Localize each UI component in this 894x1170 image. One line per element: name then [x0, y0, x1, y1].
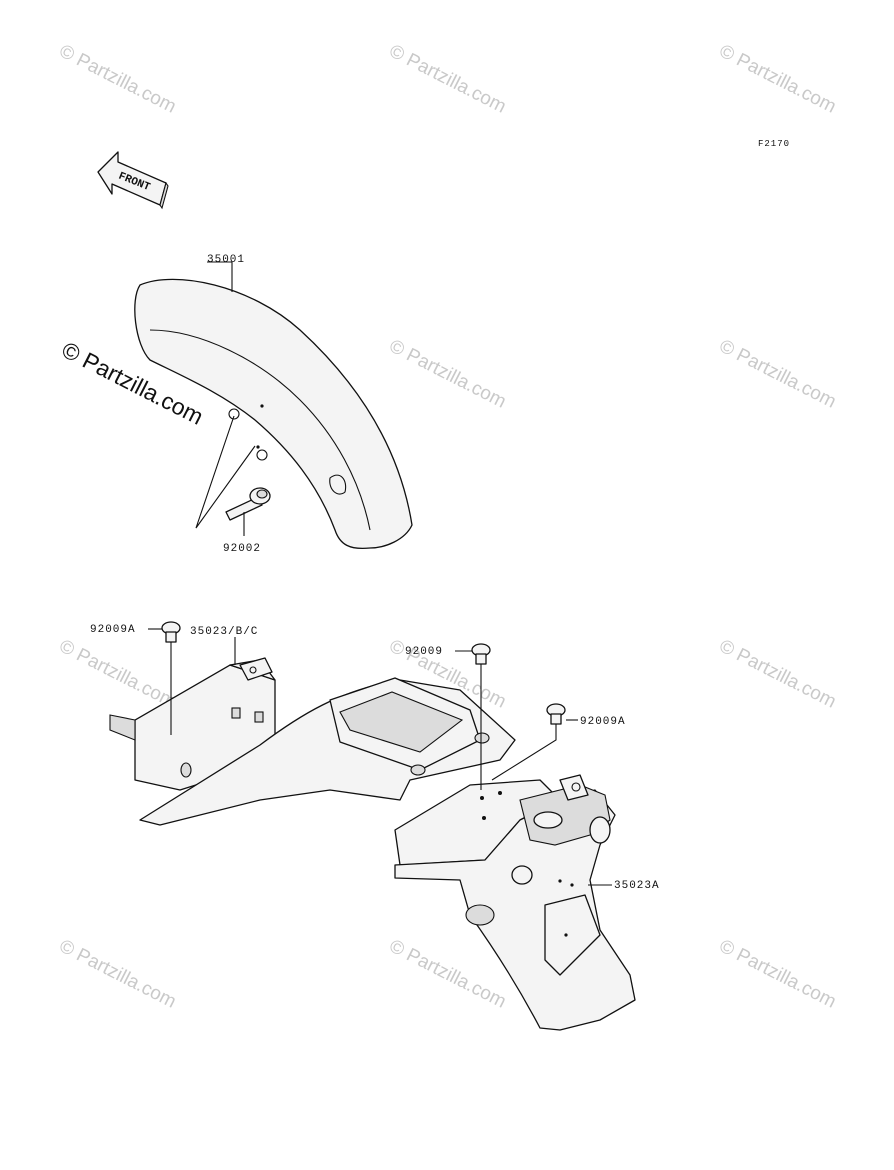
rear-bolt-center [471, 643, 491, 665]
callout-rear-fender-outer: 35023A [614, 880, 660, 892]
watermark: © Partzilla.com [716, 336, 840, 413]
watermark: © Partzilla.com [56, 41, 180, 118]
rear-bolt-left [161, 621, 181, 643]
watermark: © Partzilla.com [716, 636, 840, 713]
rear-bolt-right [546, 703, 566, 725]
drawing-code: F2170 [758, 139, 790, 149]
watermark: © Partzilla.com [386, 336, 510, 413]
rear-inner-fender [109, 657, 516, 826]
watermark: © Partzilla.com [56, 936, 180, 1013]
callout-front-bolt: 92002 [223, 543, 261, 555]
watermark: © Partzilla.com [386, 936, 510, 1013]
front-direction-arrow-icon: FRONT [97, 151, 169, 210]
watermark: © Partzilla.com [56, 636, 180, 713]
callout-rear-fender-inner: 35023/B/C [190, 626, 258, 638]
callout-rear-bolt-right: 92009A [580, 716, 626, 728]
callout-front-fender: 35001 [207, 254, 245, 266]
leader-lines [148, 261, 612, 886]
watermark: © Partzilla.com [716, 936, 840, 1013]
callout-rear-bolt-center: 92009 [405, 646, 443, 658]
front-fender [134, 278, 413, 550]
front-fender-bolt [225, 487, 271, 521]
callout-rear-bolt-left: 92009A [90, 624, 136, 636]
watermark: © Partzilla.com [716, 41, 840, 118]
rear-outer-fender [394, 774, 636, 1031]
watermark: © Partzilla.com [386, 41, 510, 118]
